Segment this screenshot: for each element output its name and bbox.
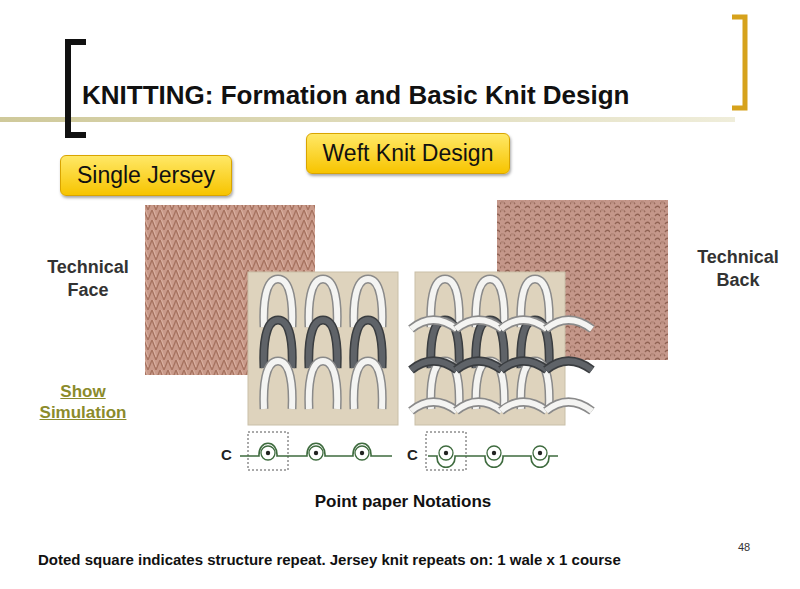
yarn-outline: [456, 402, 502, 411]
yarn: [411, 402, 457, 411]
needle-symbol: [355, 446, 369, 460]
yarn-outline: [411, 361, 457, 370]
needle-symbol: [533, 446, 547, 460]
fabric-swatch: [145, 205, 315, 375]
needle-dot: [360, 451, 364, 455]
yarn-bump: [456, 320, 502, 329]
title-box: Weft Knit Design: [306, 133, 511, 174]
yarn: [456, 402, 502, 411]
needle-symbol: [487, 446, 501, 460]
yarn-bump: [501, 361, 547, 370]
yarn-loop: [264, 361, 292, 409]
yarn-outline: [546, 320, 592, 329]
yarn: [411, 361, 457, 370]
yarn: [546, 361, 592, 370]
yarn-outline: [456, 361, 502, 370]
needle-dot: [538, 451, 542, 455]
link-label: Show Simulation: [26, 381, 140, 424]
yarn-outline: [456, 320, 502, 329]
loop-illustration: [248, 272, 398, 425]
side-label: Technical Back: [686, 246, 790, 291]
yarn: [309, 361, 337, 409]
needle-symbol: [439, 446, 453, 460]
yarn-bump: [456, 402, 502, 411]
yarn: [501, 320, 547, 329]
caption: Doted square indicates structure repeat.…: [38, 551, 621, 568]
yarn-bump: [501, 402, 547, 411]
yarn-outline: [501, 361, 547, 370]
yarn: [546, 320, 592, 329]
yarn-bump: [546, 402, 592, 411]
slide-title: KNITTING: Formation and Basic Knit Desig…: [82, 80, 629, 111]
yarn-bump: [411, 361, 457, 370]
needle-dot: [444, 451, 448, 455]
yarn-bump: [546, 320, 592, 329]
title-rule: [0, 117, 735, 122]
box-text: Weft Knit Design: [323, 140, 494, 167]
yarn-outline: [546, 402, 592, 411]
needle-dot: [492, 451, 496, 455]
yarn: [411, 320, 457, 329]
yarn-outline: [546, 361, 592, 370]
yarn-bump: [501, 320, 547, 329]
yarn-loop: [354, 361, 382, 409]
yarn-outline: [309, 361, 337, 409]
yarn-outline: [264, 361, 292, 409]
yarn: [354, 361, 382, 409]
course-label: C: [221, 446, 232, 465]
yarn-bump: [411, 402, 457, 411]
needle-dot: [314, 451, 318, 455]
yarn-bump: [456, 361, 502, 370]
yarn: [501, 361, 547, 370]
yarn: [501, 402, 547, 411]
yarn: [264, 361, 292, 409]
yarn: [456, 320, 502, 329]
title-box: Single Jersey: [60, 155, 232, 196]
needle-dot: [266, 451, 270, 455]
box-text: Single Jersey: [77, 162, 215, 189]
yarn-outline: [354, 361, 382, 409]
yarn: [456, 361, 502, 370]
side-label: Technical Face: [36, 256, 140, 301]
repeat-square: [426, 432, 466, 470]
yarn-outline: [411, 402, 457, 411]
course-label: C: [407, 446, 418, 465]
needle-symbol: [309, 446, 323, 460]
right-bracket: [732, 17, 745, 108]
yarn-outline: [411, 320, 457, 329]
section-label: Point paper Notations: [230, 491, 576, 512]
repeat-square: [248, 432, 288, 470]
page-number: 48: [738, 541, 750, 555]
yarn-loop: [309, 361, 337, 409]
yarn: [546, 402, 592, 411]
yarn-bump: [546, 361, 592, 370]
needle-symbol: [261, 446, 275, 460]
yarn-outline: [501, 320, 547, 329]
notation-yarn: [428, 456, 558, 467]
yarn-bump: [411, 320, 457, 329]
yarn-outline: [501, 402, 547, 411]
